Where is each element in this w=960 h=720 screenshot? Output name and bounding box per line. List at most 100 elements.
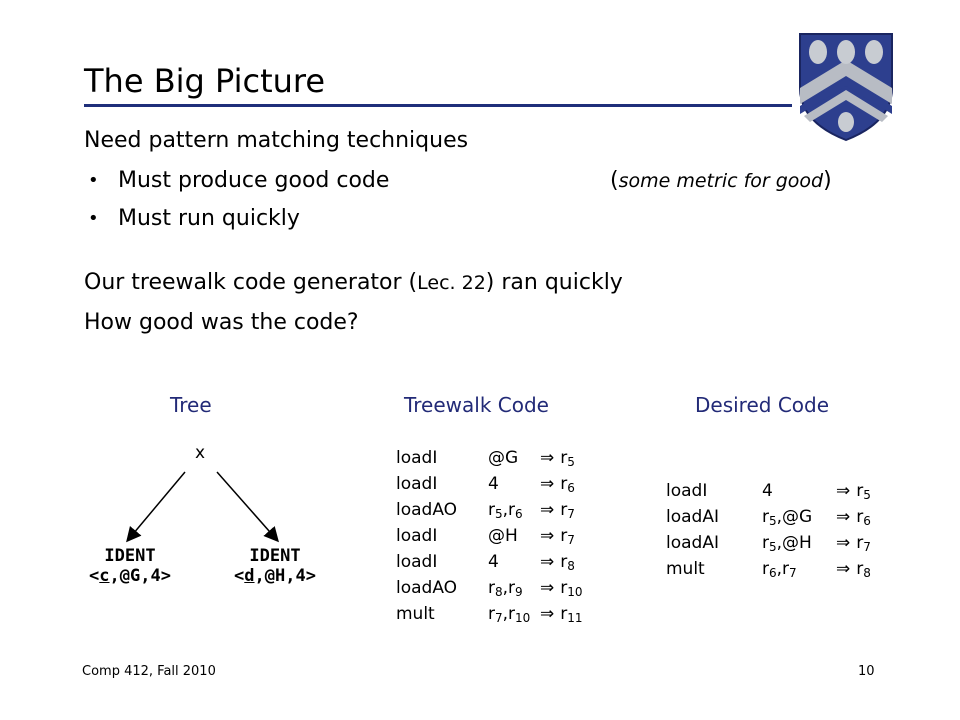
desired-op: mult (666, 559, 705, 579)
treewalk-row: loadAO r5,r6 ⇒r7 (396, 497, 583, 523)
desired-op: loadAI (666, 533, 719, 553)
treewalk-arrow: ⇒ (540, 500, 555, 520)
treewalk-arg-a: 4 (488, 474, 499, 494)
bullet-run-quickly: Must run quickly (118, 206, 300, 231)
desired-arg-a: 4 (762, 481, 773, 501)
treewalk-arg-a: r7 (488, 604, 503, 625)
desired-target-sub: 8 (863, 566, 871, 580)
desired-arg-a-sub: 5 (769, 514, 777, 528)
desired-target: r6 (856, 507, 871, 528)
line-treewalk-generator: Our treewalk code generator (Lec. 22) ra… (84, 270, 623, 295)
desired-arg-a-sub: 5 (769, 540, 777, 554)
footer-course: Comp 412, Fall 2010 (82, 664, 216, 679)
treewalk-arg-a: @H (488, 526, 518, 546)
tree-root: x (195, 443, 206, 463)
desired-target-sub: 7 (863, 540, 871, 554)
treewalk-target-sub: 10 (567, 585, 583, 599)
footer-page-number: 10 (858, 664, 875, 679)
bullet-marker-2: • (88, 208, 99, 229)
treewalk-op: loadI (396, 474, 438, 494)
tree-right-value: <d,@H,4> (205, 566, 345, 586)
desired-op: loadAI (666, 507, 719, 527)
desired-arg-b-sub: 7 (789, 566, 797, 580)
treewalk-op: loadI (396, 552, 438, 572)
treewalk-target: r8 (560, 552, 575, 573)
treewalk-args: 4 (488, 549, 540, 575)
bullet-marker-1: • (88, 170, 99, 191)
treewalk-arrow: ⇒ (540, 448, 555, 468)
treewalk-row: loadI 4 ⇒r8 (396, 549, 583, 575)
treewalk-row: loadI@H⇒r7 (396, 523, 583, 549)
treewalk-target-sub: 5 (567, 455, 575, 469)
treewalk-arg-a: 4 (488, 552, 499, 572)
treewalk-arrow: ⇒ (540, 526, 555, 546)
title-rule (84, 104, 792, 107)
desired-target: r7 (856, 533, 871, 554)
treewalk-args: @G (488, 445, 540, 471)
treewalk-args: r5,r6 (488, 500, 523, 521)
treewalk-target: r7 (560, 500, 575, 521)
desired-arrow: ⇒ (836, 507, 851, 527)
note-close: ) (823, 168, 832, 193)
treewalk-arg-b: r6 (508, 500, 523, 521)
bullet-good-code: Must produce good code (118, 168, 390, 193)
treewalk-args: @H (488, 523, 540, 549)
desired-arrow: ⇒ (836, 481, 851, 501)
treewalk-arg-b-sub: 10 (515, 611, 531, 625)
treewalk-arg-b-sub: 9 (515, 585, 523, 599)
note-text: some metric for good (618, 170, 824, 192)
treewalk-op: loadI (396, 526, 438, 546)
treewalk-row: loadI@G⇒r5 (396, 445, 583, 471)
treewalk-args: r8,r9 (488, 578, 523, 599)
slide-title: The Big Picture (84, 62, 326, 100)
tree-edge-left (126, 471, 186, 543)
treewalk-arg-b: r10 (508, 604, 531, 625)
tree-right-label: IDENT (249, 546, 301, 566)
desired-arg-b: r7 (782, 559, 797, 580)
desired-target: r8 (856, 559, 871, 580)
tree-left-lt: < (89, 566, 100, 586)
treewalk-arrow: ⇒ (540, 604, 555, 624)
treewalk-target: r11 (560, 604, 583, 625)
treewalk-arrow: ⇒ (540, 578, 555, 598)
desired-target-sub: 5 (863, 488, 871, 502)
desired-arg-a-sub: 6 (769, 566, 777, 580)
treewalk-op: loadAO (396, 578, 458, 598)
treewalk-target-sub: 6 (567, 481, 575, 495)
tree-right-d: d (244, 566, 255, 586)
header-desired-code: Desired Code (695, 393, 830, 417)
line-how-good: How good was the code? (84, 310, 359, 335)
treewalk-op: loadAO (396, 500, 458, 520)
desired-target-sub: 6 (863, 514, 871, 528)
line-pattern-matching: Need pattern matching techniques (84, 128, 469, 153)
treewalk-target-sub: 11 (567, 611, 583, 625)
treewalk-op: loadI (396, 448, 438, 468)
desired-args: r6,r7 (762, 559, 797, 580)
desired-args: r5,@H (762, 533, 812, 554)
header-treewalk-code: Treewalk Code (404, 393, 549, 417)
rice-shield-logo (799, 33, 893, 142)
treewalk-arg-b-sub: 6 (515, 507, 523, 521)
treewalk-target: r6 (560, 474, 575, 495)
tree-right-rest: ,@H,4> (254, 566, 316, 586)
desired-arg-a: r5 (762, 507, 777, 528)
tree-right-node: IDENT <d,@H,4> (205, 546, 345, 586)
desired-args: 4 (762, 478, 836, 504)
treewalk-target-sub: 8 (567, 559, 575, 573)
treewalk-op: mult (396, 604, 435, 624)
tree-left-c: c (99, 566, 110, 586)
tree-left-node: IDENT <c,@G,4> (60, 546, 200, 586)
tree-right-lt: < (234, 566, 245, 586)
tree-left-rest: ,@G,4> (109, 566, 171, 586)
treewalk-arrow: ⇒ (540, 552, 555, 572)
